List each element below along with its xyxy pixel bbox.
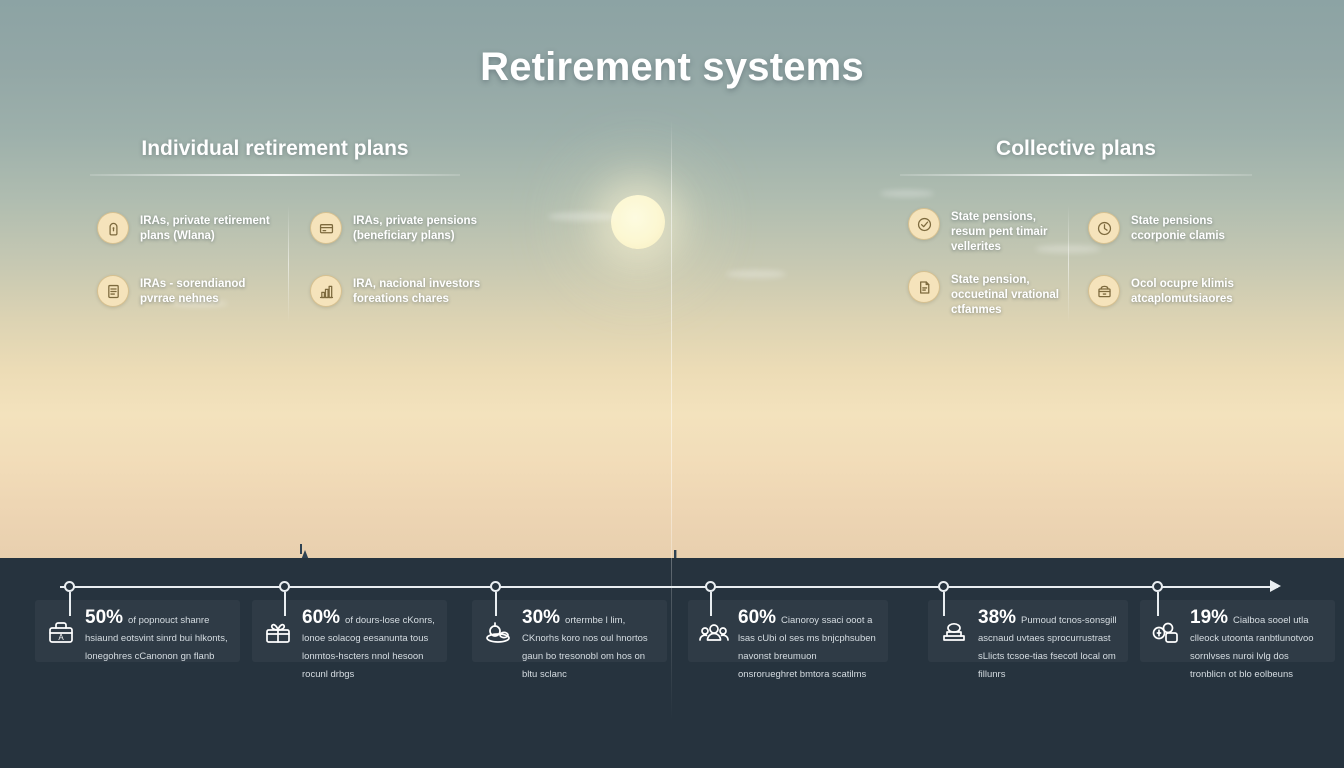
svg-text:A: A <box>58 633 64 642</box>
tag-icon <box>97 212 129 244</box>
stat-percent: 19% <box>1190 607 1229 628</box>
timeline-node[interactable] <box>279 581 290 592</box>
section-heading-collective: Collective plans <box>996 137 1156 160</box>
fund-icon <box>936 614 972 650</box>
stat-card[interactable]: 30%ortermbe l lim, CKnorhs koro nos oul … <box>472 600 667 680</box>
payment-icon <box>1148 614 1184 650</box>
stat-description: Cialboa sooel utla clleock utoonta ranbt… <box>1190 615 1314 680</box>
stat-card[interactable]: 19%Cialboa sooel utla clleock utoonta ra… <box>1140 600 1335 680</box>
timeline-stem <box>495 592 497 616</box>
stat-percent: 38% <box>978 607 1017 628</box>
section-rule-left <box>90 174 460 176</box>
stat-card[interactable]: 60%of dours-lose cKonrs, lonoe solacog e… <box>252 600 447 680</box>
stat-percent: 30% <box>522 607 561 628</box>
archive-icon <box>1088 275 1120 307</box>
stat-body: 60%Cianoroy ssaci ooot a lsas cUbi ol se… <box>738 608 878 682</box>
stat-body: 30%ortermbe l lim, CKnorhs koro nos oul … <box>522 608 657 682</box>
gift-icon <box>260 614 296 650</box>
section-rule-right <box>900 174 1252 176</box>
document-icon <box>97 275 129 307</box>
bar-chart-icon <box>310 275 342 307</box>
stat-description: of popnouct shanre hsiaund eotsvint sinr… <box>85 615 228 662</box>
timeline-stem <box>943 592 945 616</box>
cloud-2 <box>726 270 786 278</box>
stat-percent: 60% <box>302 607 341 628</box>
timeline-node[interactable] <box>938 581 949 592</box>
timeline-node[interactable] <box>490 581 501 592</box>
briefcase-icon: A <box>43 614 79 650</box>
timeline-arrow-icon <box>1270 580 1281 592</box>
column-divider-right <box>1068 205 1069 323</box>
column-divider-left <box>288 205 289 323</box>
stat-description: Cianoroy ssaci ooot a lsas cUbi ol ses m… <box>738 615 876 680</box>
section-heading-individual: Individual retirement plans <box>141 137 409 160</box>
stat-card[interactable]: A 50%of popnouct shanre hsiaund eotsvint… <box>35 600 240 662</box>
timeline-stem <box>1157 592 1159 616</box>
people-icon <box>696 614 732 650</box>
timeline-node[interactable] <box>705 581 716 592</box>
stat-description: of dours-lose cKonrs, lonoe solacog eesa… <box>302 615 435 680</box>
check-circle-icon <box>908 208 940 240</box>
card-icon <box>310 212 342 244</box>
cloud-5 <box>170 300 228 307</box>
stat-description: Pumoud tcnos-sonsgill ascnaud uvtaes spr… <box>978 615 1117 680</box>
stat-card[interactable]: 60%Cianoroy ssaci ooot a lsas cUbi ol se… <box>688 600 888 680</box>
stat-description: ortermbe l lim, CKnorhs koro nos oul hno… <box>522 615 648 680</box>
stats-band <box>0 558 1344 768</box>
page-title: Retirement systems <box>480 45 864 89</box>
bullet-text: IRAs, private pensions(beneficiary plans… <box>353 215 477 242</box>
file-icon <box>908 271 940 303</box>
bullet-item-ira-card[interactable]: IRAs, private pensions(beneficiary plans… <box>310 212 485 244</box>
cloud-3 <box>880 190 934 197</box>
timeline-stem <box>710 592 712 616</box>
stat-body: 60%of dours-lose cKonrs, lonoe solacog e… <box>302 608 437 682</box>
timeline-axis <box>60 586 1278 588</box>
timeline-stem <box>284 592 286 616</box>
timeline-stem <box>69 592 71 616</box>
sky-gradient <box>0 0 1344 560</box>
stat-body: 19%Cialboa sooel utla clleock utoonta ra… <box>1190 608 1325 682</box>
stat-card[interactable]: 38%Pumoud tcnos-sonsgill ascnaud uvtaes … <box>928 600 1128 680</box>
timeline-node[interactable] <box>64 581 75 592</box>
clock-icon <box>1088 212 1120 244</box>
center-divider <box>671 120 672 720</box>
stat-body: 50%of popnouct shanre hsiaund eotsvint s… <box>85 608 230 664</box>
stat-body: 38%Pumoud tcnos-sonsgill ascnaud uvtaes … <box>978 608 1118 682</box>
sun-icon <box>611 195 665 249</box>
stat-percent: 60% <box>738 607 777 628</box>
savings-icon <box>480 614 516 650</box>
cloud-1 <box>548 212 618 221</box>
stat-percent: 50% <box>85 607 124 628</box>
timeline-node[interactable] <box>1152 581 1163 592</box>
